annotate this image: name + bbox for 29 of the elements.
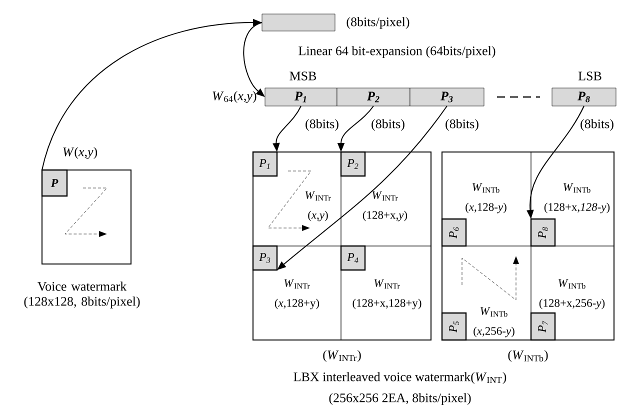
bit-segment: P$_{8}$ — [552, 88, 616, 106]
bit-segment: P$_{3}$ — [410, 88, 484, 106]
pixel-tag: P$_{5}$ — [441, 312, 467, 341]
node-label: MSB — [290, 72, 316, 80]
label-text: LBX interleaved voice watermark(W$_{INT}$) — [294, 372, 506, 384]
edge-label: (8bits) — [444, 118, 480, 132]
pixel-tag: P$_{7}$ — [530, 312, 556, 341]
node-label: W(x,y) — [63, 147, 98, 159]
pixel-tag: P$_{3}$ — [252, 245, 278, 271]
label-text: (256x256 2EA, 8bits/pixel) — [329, 393, 471, 405]
node-label: (8bits/pixel) — [346, 17, 410, 29]
pixel-tag: P$_{4}$ — [340, 245, 366, 271]
node-label: (W$_{INTb}$) — [508, 350, 548, 362]
edge-label: (8bits) — [304, 118, 340, 132]
edge-label: (8bits) — [370, 118, 406, 132]
pixel-tag: P$_{2}$ — [340, 151, 366, 177]
label-text: Linear 64 bit-expansion (64bits/pixel) — [298, 46, 496, 58]
bit-segment: P$_{2}$ — [336, 88, 410, 106]
edge-label: (8bits) — [579, 118, 615, 132]
bit-segment: P$_{1}$ — [264, 88, 338, 106]
pixel-tag: P — [41, 169, 68, 197]
pixel-tag: P$_{6}$ — [441, 218, 467, 247]
node-label: LSB — [578, 72, 602, 80]
label-text: W$_{64}$(x,y) — [212, 91, 256, 103]
pixel-tag: P$_{1}$ — [252, 151, 278, 177]
node-label: Voice watermark (128x128, 8bits/pixel) — [24, 282, 140, 308]
node-label: (W$_{INTr}$) — [323, 350, 361, 362]
bar-box — [262, 14, 336, 32]
pixel-tag: P$_{8}$ — [530, 218, 556, 247]
